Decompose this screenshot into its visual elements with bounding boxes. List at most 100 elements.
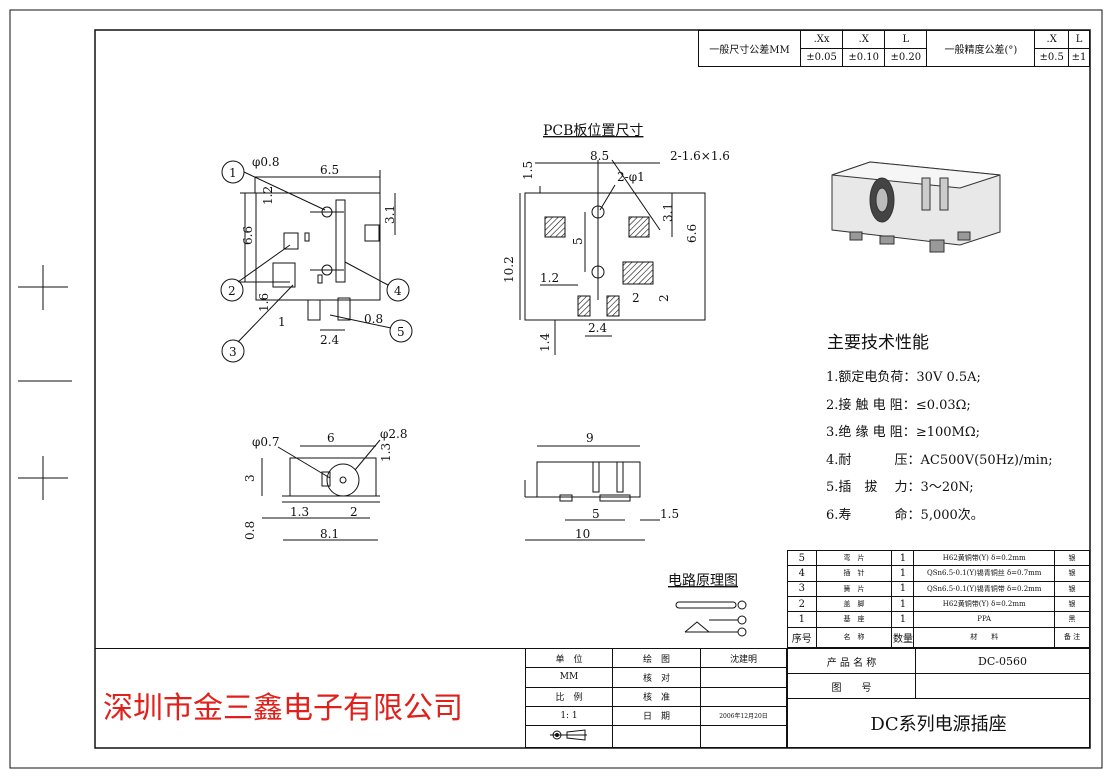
front-view (261, 439, 381, 541)
dim-label: 6.6 (241, 226, 255, 245)
bom-name: 名 称 (815, 626, 893, 649)
bom-qty: 1 (891, 595, 915, 613)
tolerance-value: ±0.05 (799, 48, 844, 67)
spec-label: 2.接 触 电 阻： (826, 397, 916, 413)
outer-frame (9, 9, 1103, 769)
unit-value: MM (525, 667, 613, 688)
bom-name: 插 针 (815, 565, 893, 582)
col-header: .Xx (799, 30, 844, 49)
spec-value: ≥100MΩ; (915, 425, 980, 440)
spec-value: AC500V(50Hz)/min; (920, 452, 1053, 468)
dim-label: 9 (586, 431, 594, 445)
dim-label: 1.3 (290, 505, 309, 519)
dim-label: 3 (243, 474, 257, 482)
dim-label: 6 (327, 431, 335, 445)
dim-label: 0.8 (364, 312, 383, 326)
bom-qty: 1 (891, 580, 915, 597)
dim-label: 10 (575, 527, 590, 541)
dim-label: 0.8 (243, 521, 257, 540)
spec-item: 6.寿 命：5,000次。 (826, 502, 1053, 530)
tolerance-value: ±0.5 (1034, 48, 1070, 67)
bom-material: H62黄铜带(Y) δ=0.2mm (913, 595, 1055, 613)
margin-marks (18, 265, 72, 500)
tolerance-value: ±0.20 (884, 48, 928, 67)
spec-label: 6.寿 命： (826, 507, 921, 523)
col-header: L (884, 30, 928, 49)
spec-value: 5,000次。 (920, 507, 984, 523)
dim-label: 2-1.6×1.6 (670, 149, 730, 163)
spec-item: 5.插 拔 力：3～20N; (826, 474, 1053, 502)
dim-label: 2.4 (588, 321, 607, 335)
dim-label: 1.5 (660, 507, 679, 521)
angle-tolerance-label: 一般精度公差(°) (926, 30, 1036, 67)
col-header: .X (842, 30, 886, 49)
pcb-title: PCB板位置尺寸 (543, 123, 643, 139)
dim-label: 2.4 (320, 333, 339, 347)
scale-label: 比 例 (525, 686, 613, 707)
drawing-no-label: 图 号 (787, 673, 916, 699)
dim-label: 3.1 (661, 203, 675, 222)
checked-value (700, 667, 787, 688)
bom-header-row: 序号名 称数量材 料备 注 (787, 626, 1091, 649)
pcb-layout (519, 159, 706, 355)
spec-item: 3.绝 缘 电 阻：≥100MΩ; (826, 419, 1053, 447)
dim-label: 5 (592, 507, 600, 521)
spec-label: 3.绝 缘 电 阻： (826, 425, 916, 440)
dim-label: 1.4 (538, 333, 552, 352)
bom-note: 备 注 (1053, 626, 1091, 649)
dim-label: 1.3 (379, 443, 393, 462)
bom-material: H62黄铜带(Y) δ=0.2mm (913, 549, 1055, 567)
dim-label: φ2.8 (380, 427, 408, 441)
checked-label: 核 对 (612, 667, 701, 688)
tolerance-value: ±0.10 (842, 48, 886, 67)
col-header: .X (1034, 30, 1070, 49)
callout-1: 1 (229, 166, 237, 180)
product-name-label: 产 品 名 称 (787, 648, 916, 674)
bom-material: QSn6.5-0.1(Y)锡青铜丝 δ=0.7mm (913, 565, 1055, 582)
bom-qty: 数量 (891, 626, 915, 649)
dim-label: 5 (571, 237, 585, 245)
drawn-label: 绘 图 (612, 647, 701, 669)
spec-value: 30V 0.5A; (916, 370, 981, 385)
spec-label: 1.额定电负荷： (826, 370, 917, 385)
dim-label: 2 (632, 291, 640, 305)
bom-material: QSn6.5-0.1(Y)锡青铜带 δ=0.2mm (913, 580, 1055, 597)
tolerance-value: ±1 (1068, 48, 1090, 67)
dim-label: 1 (278, 315, 286, 329)
bom-qty: 1 (891, 611, 915, 628)
empty-cell (700, 725, 787, 748)
approved-label: 核 准 (612, 686, 701, 707)
date-value: 2006年12月20日 (700, 705, 787, 727)
bom-note: 银 (1053, 549, 1091, 567)
scale-value: 1: 1 (525, 705, 613, 727)
drawing-no-value (915, 673, 1090, 699)
dim-label: 6.5 (320, 163, 339, 177)
callout-4: 4 (394, 284, 402, 298)
unit-label: 单 位 (525, 647, 613, 669)
dim-label: 8.1 (320, 527, 339, 541)
linear-tolerance-label: 一般尺寸公差MM (698, 30, 801, 67)
bom-qty: 1 (891, 549, 915, 567)
dim-label: 1.2 (540, 271, 559, 285)
callout-5: 5 (397, 325, 405, 339)
bom-qty: 1 (891, 565, 915, 582)
bom-no: 序号 (787, 626, 817, 649)
bom-material: PPA (913, 611, 1055, 628)
bom-note: 银 (1053, 580, 1091, 597)
dim-label: 3.1 (383, 205, 397, 224)
dim-label: 2 (657, 294, 671, 302)
callout-3: 3 (229, 345, 237, 359)
dim-label: 2 (350, 505, 358, 519)
top-view (220, 160, 413, 363)
bom-name: 簧 片 (815, 580, 893, 597)
empty-cell (612, 725, 701, 748)
bom-name: 弯 片 (815, 549, 893, 567)
drawn-value: 沈建明 (700, 647, 787, 669)
